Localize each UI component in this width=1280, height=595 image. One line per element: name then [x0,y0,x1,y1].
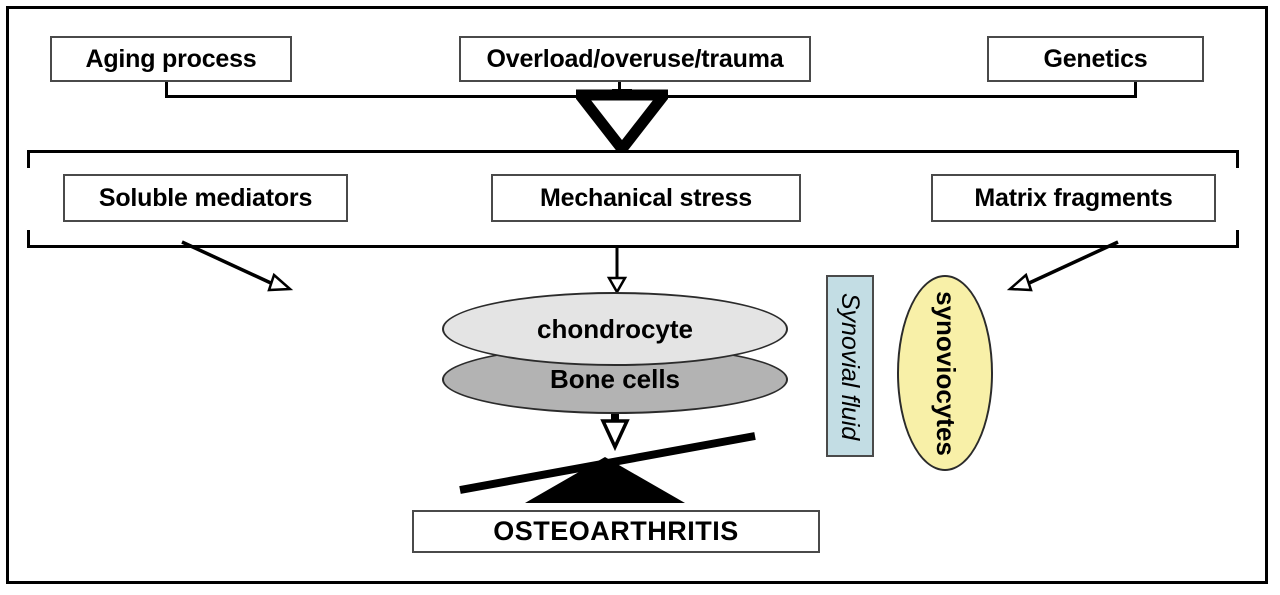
tissue-label-synovial-fluid: Synovial fluid [836,292,865,440]
bracket-gap-right [1235,168,1242,230]
outcome-box-osteoarthritis: OSTEOARTHRITIS [412,510,820,553]
tissue-ellipse-synoviocytes: synoviocytes [897,275,993,471]
mediator-box-mechanical-stress: Mechanical stress [491,174,801,222]
small-down-arrow-icon [600,414,630,452]
connector-stem-aging [165,82,168,98]
cell-ellipse-chondrocyte: chondrocyte [442,292,788,366]
bracket-gap-left [24,168,31,230]
seesaw-balance-icon [459,432,756,503]
cell-label-chondrocyte: chondrocyte [536,313,694,344]
mediator-box-matrix-fragments: Matrix fragments [931,174,1216,222]
cell-label-bone-cells: Bone cells [549,364,681,394]
tissue-label-synoviocytes: synoviocytes [930,290,961,456]
factor-box-aging-process: Aging process [50,36,292,82]
diagonal-down-right-arrow-icon [181,240,294,292]
factor-box-overload-overuse-trauma: Overload/overuse/trauma [459,36,811,82]
mediator-box-soluble-mediators: Soluble mediators [63,174,348,222]
connector-stem-genetics [1134,82,1137,98]
diagonal-down-left-arrow-icon [1006,240,1119,292]
hollow-down-arrow-icon [576,89,668,151]
tissue-box-synovial-fluid: Synovial fluid [826,275,874,457]
down-arrow-icon [606,248,628,294]
factor-box-genetics: Genetics [987,36,1204,82]
